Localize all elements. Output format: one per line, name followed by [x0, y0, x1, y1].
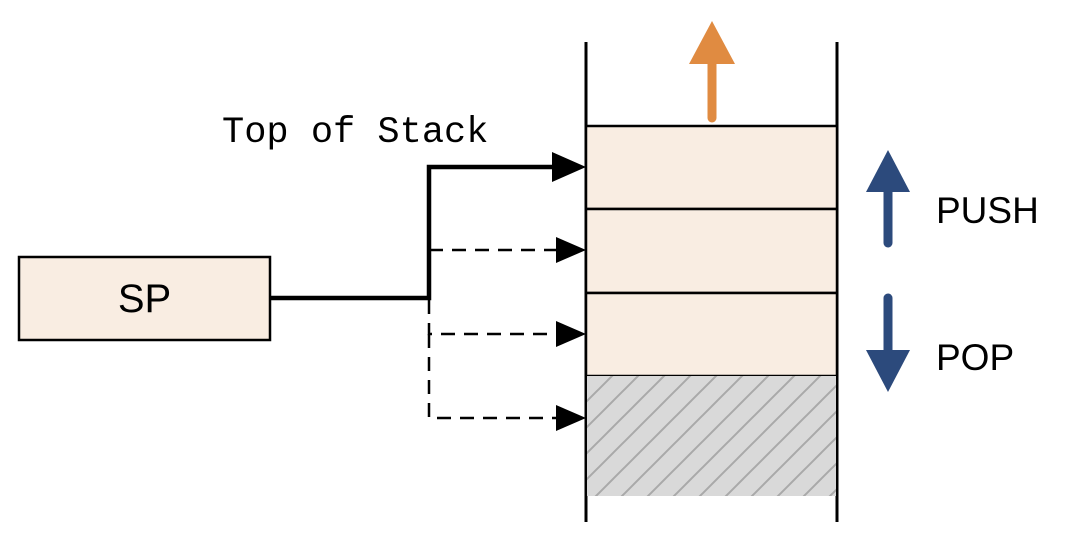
sp-register: SP: [17, 255, 272, 342]
orange-up-arrow-icon: [689, 21, 735, 123]
dashed-pointer-unused: [427, 334, 586, 431]
stack-slot-top: [584, 124, 839, 211]
top-of-stack-pointer: [270, 152, 586, 301]
stack-slot-3: [584, 291, 839, 378]
top-of-stack-label: Top of Stack: [222, 112, 488, 154]
stack-unused-region: [587, 376, 836, 496]
blue-down-arrow-icon: [866, 293, 910, 392]
dashed-pointer-slot-2: [429, 237, 586, 263]
sp-register-label: SP: [118, 277, 171, 321]
dashed-pointer-slot-3: [427, 300, 586, 347]
pop-label: POP: [936, 337, 1014, 378]
blue-up-arrow-icon: [866, 150, 910, 248]
stack-slot-2: [584, 207, 839, 295]
push-label: PUSH: [936, 190, 1039, 231]
